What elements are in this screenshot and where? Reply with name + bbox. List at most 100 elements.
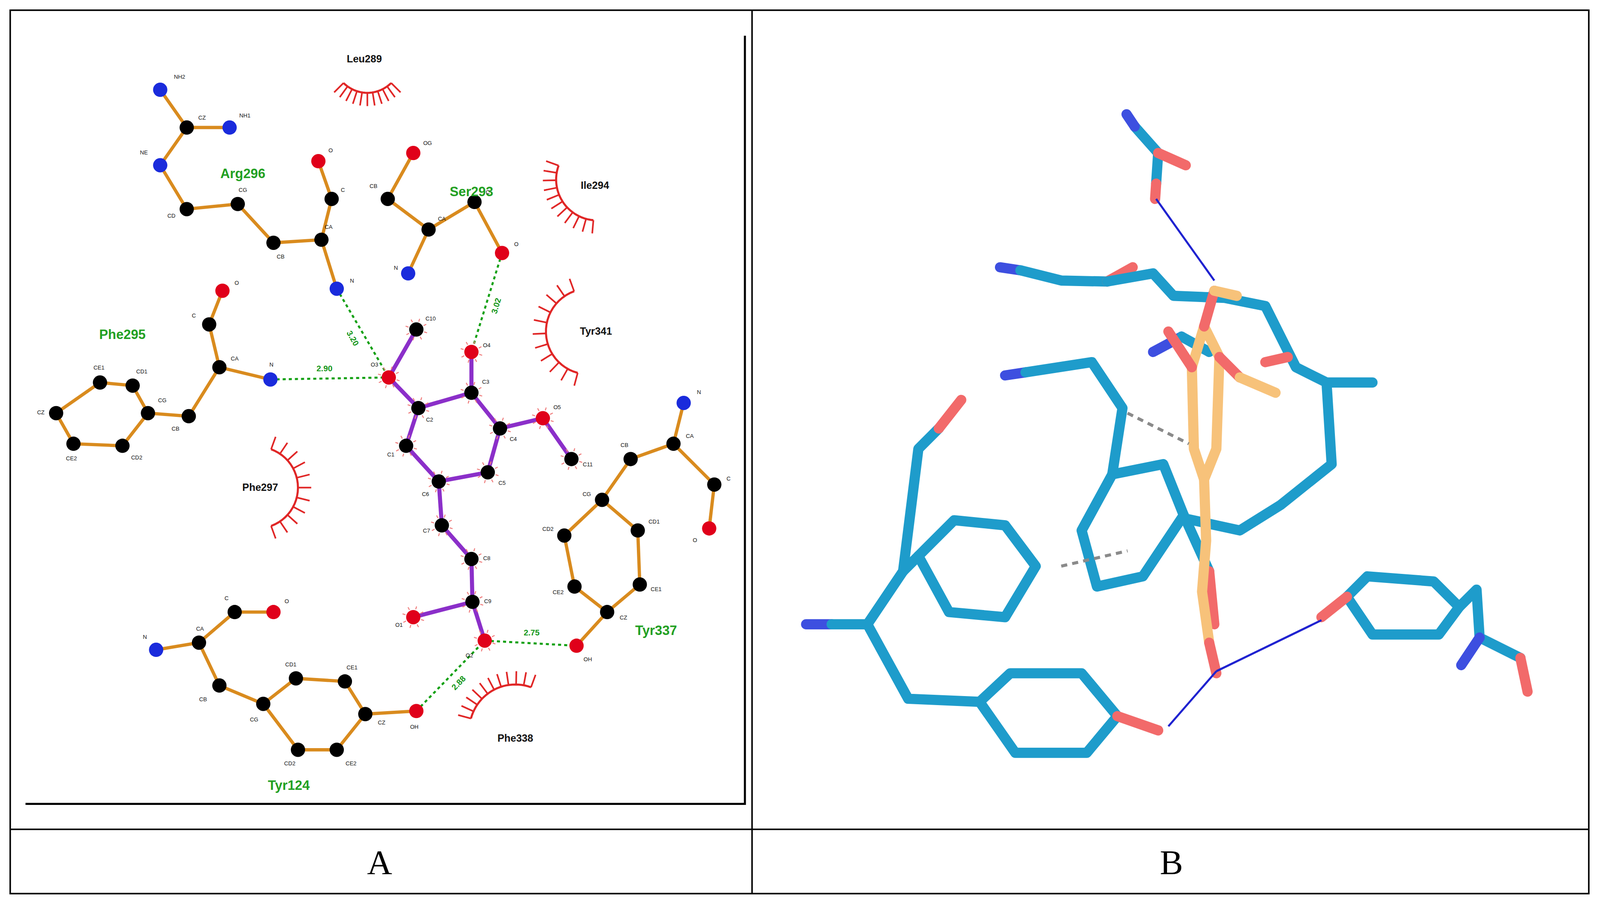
contact-tick — [482, 462, 484, 466]
contact-tick — [436, 515, 439, 519]
hydrophobic-spoke — [297, 487, 312, 489]
contact-tick — [396, 379, 400, 381]
atom-label: CB — [369, 183, 378, 190]
atom-label: C2 — [426, 417, 434, 424]
contact-tick — [561, 463, 565, 465]
hydrophobic-residue-name: Phe338 — [497, 733, 534, 745]
contact-tick — [475, 359, 477, 362]
contact-tick — [473, 341, 475, 345]
residue-bond — [673, 443, 715, 485]
contact-tick — [495, 474, 499, 476]
atom-sphere — [477, 633, 492, 649]
hydrophobic-spoke — [546, 294, 557, 304]
contact-tick — [424, 332, 428, 334]
atom-sphere — [179, 201, 194, 217]
contact-tick — [466, 342, 468, 345]
stick-model — [1117, 716, 1159, 731]
stick-model — [1081, 464, 1184, 587]
hydrophobic-spoke — [271, 526, 276, 539]
atom-sphere — [401, 266, 416, 281]
stick-model — [1321, 596, 1347, 618]
atom-label: C7 — [423, 528, 431, 535]
contact-tick — [479, 630, 481, 634]
contact-tick — [507, 431, 511, 433]
atom-sphere — [411, 401, 426, 416]
hydrophobic-spoke — [280, 442, 288, 455]
contact-tick — [414, 416, 416, 420]
residue-bond — [637, 530, 640, 585]
hydrophobic-spoke — [523, 672, 527, 686]
hydrophobic-spoke — [534, 320, 547, 323]
contact-tick — [550, 420, 554, 422]
contact-tick — [378, 374, 382, 376]
contact-tick — [429, 485, 432, 487]
residue-bond — [564, 535, 575, 587]
contact-tick — [460, 389, 464, 391]
panel-letter: B — [1159, 846, 1184, 881]
atom-label: N — [142, 634, 147, 641]
residue-bond — [602, 459, 631, 501]
contact-tick — [477, 476, 481, 478]
atom-label: NH1 — [239, 113, 251, 120]
contact-tick — [546, 425, 548, 429]
atom-label: C4 — [509, 436, 517, 443]
contact-tick — [491, 479, 493, 483]
atom-sphere — [290, 742, 306, 757]
atom-label: CG — [157, 398, 167, 404]
contact-tick — [487, 630, 489, 634]
atom-label: CD1 — [285, 662, 297, 669]
contact-tick — [406, 333, 409, 335]
hydrophobic-spoke — [387, 86, 396, 98]
atom-label: C6 — [421, 492, 430, 498]
contact-tick — [488, 648, 490, 651]
atom-label: CE2 — [552, 589, 564, 596]
contact-tick — [432, 529, 435, 531]
contact-tick — [478, 553, 482, 556]
atom-label: C1 — [387, 452, 395, 458]
contact-tick — [545, 407, 547, 411]
hydrophobic-spoke — [573, 216, 580, 229]
hydrophobic-spoke — [296, 474, 310, 478]
contact-tick — [402, 453, 404, 457]
contact-tick — [489, 425, 493, 427]
atom-sphere — [314, 232, 329, 248]
residue-bond — [365, 711, 417, 715]
hydrophobic-spoke — [352, 91, 358, 104]
contact-tick — [422, 415, 424, 418]
contact-tick — [466, 383, 468, 386]
contact-tick — [418, 318, 420, 322]
atom-label: CG — [238, 188, 248, 194]
stick-model — [1209, 642, 1217, 674]
contact-tick — [461, 396, 464, 399]
atom-sphere — [256, 697, 271, 712]
stick-model — [1201, 479, 1210, 643]
contact-tick — [444, 514, 445, 518]
atom-label: CE1 — [346, 665, 358, 672]
hydrophobic-spoke — [488, 678, 495, 690]
hydrophobic-residue-name: Leu289 — [346, 54, 383, 65]
contact-tick — [479, 354, 483, 356]
atom-label: N — [269, 362, 274, 368]
atom-label: CA — [196, 627, 204, 633]
stick-model — [1168, 331, 1193, 368]
residue-bond — [296, 678, 346, 682]
atom-label: CZ — [619, 615, 628, 621]
contact-tick — [473, 382, 475, 386]
contact-tick — [466, 549, 468, 552]
contact-tick — [410, 453, 412, 456]
atom-sphere — [181, 409, 196, 424]
contact-tick — [475, 400, 477, 403]
hydrophobic-spoke — [293, 462, 305, 469]
atom-label: O3 — [370, 362, 379, 368]
contact-tick — [479, 561, 483, 563]
atom-label: O — [234, 281, 239, 287]
contact-tick — [537, 408, 539, 411]
atom-sphere — [222, 120, 237, 135]
contact-tick — [532, 422, 536, 424]
residue-bond — [387, 153, 414, 200]
hydrophobic-spoke — [296, 497, 310, 501]
stick-model — [918, 520, 1036, 618]
hydrophobic-spoke — [280, 521, 288, 533]
contact-tick — [415, 606, 417, 610]
